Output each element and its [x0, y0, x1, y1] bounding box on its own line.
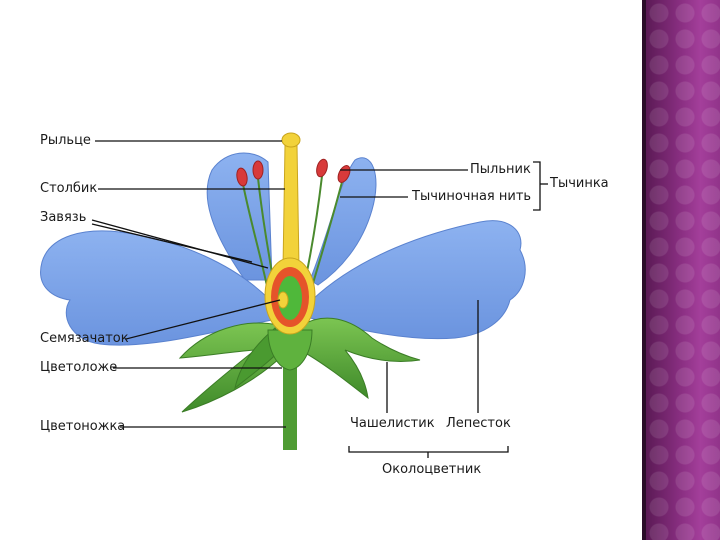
- receptacle: [268, 330, 312, 370]
- label-filament: Тычиночная нить: [412, 190, 531, 203]
- label-pedicel: Цветоножка: [40, 420, 125, 433]
- label-ovary: Завязь: [40, 211, 86, 224]
- label-style: Столбик: [40, 182, 97, 195]
- label-anther: Пыльник: [470, 163, 531, 176]
- decorative-sidebar: [642, 0, 720, 540]
- label-sepal: Чашелистик: [350, 417, 435, 430]
- label-ovule: Семязачаток: [40, 332, 129, 345]
- label-stamen: Тычинка: [550, 177, 609, 190]
- label-stigma: Рыльце: [40, 134, 91, 147]
- label-perianth: Околоцветник: [382, 463, 481, 476]
- flower-diagram: [0, 0, 642, 540]
- label-receptacle: Цветоложе: [40, 361, 117, 374]
- label-petal: Лепесток: [446, 417, 511, 430]
- stigma-shape: [282, 133, 300, 147]
- pistil-style: [283, 145, 299, 268]
